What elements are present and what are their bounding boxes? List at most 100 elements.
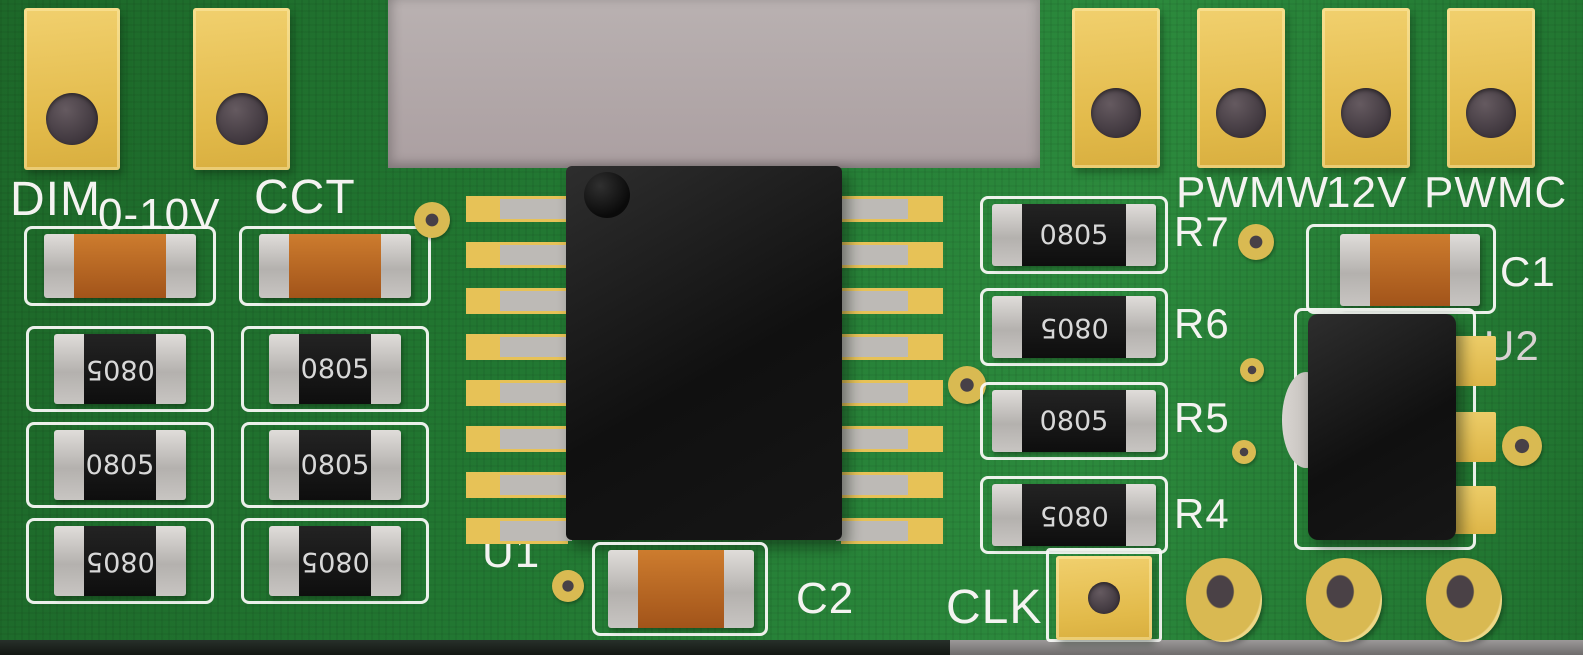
- component-terminal: [992, 204, 1022, 266]
- component-terminal: [269, 334, 299, 404]
- via: [552, 570, 584, 602]
- ic-pins-right: [836, 199, 908, 541]
- component-body: 0805: [1022, 296, 1126, 358]
- capacitor-c2: [608, 550, 754, 628]
- silkscreen-label-c1: C1: [1500, 248, 1556, 295]
- pad-hole: [1216, 88, 1266, 138]
- ic-pins-left: [500, 199, 572, 541]
- silkscreen-label-r4: R4: [1174, 490, 1230, 537]
- transistor-pad: [1454, 412, 1496, 462]
- resistor-r5: 0805: [992, 390, 1156, 452]
- silkscreen-outline: [980, 288, 1168, 366]
- silkscreen-label-0-10v: 0-10V: [98, 190, 221, 239]
- via: [948, 366, 986, 404]
- pad-hole: [1341, 88, 1391, 138]
- component-terminal: [1450, 234, 1480, 306]
- component-terminal: [992, 484, 1022, 546]
- silkscreen-outline: [1046, 548, 1162, 642]
- component-terminal: [44, 234, 74, 298]
- component-terminal: [1126, 390, 1156, 452]
- pad-oval-2: [1306, 558, 1382, 642]
- silkscreen-label-pwmw: PWMW: [1176, 168, 1330, 217]
- transistor-pad: [1454, 486, 1496, 534]
- package-marking: 0805: [85, 449, 155, 481]
- package-marking: 0805: [1039, 219, 1109, 251]
- resistor-colB-3: 0805: [269, 526, 401, 596]
- component-terminal: [608, 550, 638, 628]
- silkscreen-label-r6: R6: [1174, 300, 1230, 347]
- silkscreen-label-dim: DIM: [10, 173, 101, 226]
- component-body: 0805: [299, 334, 371, 404]
- component-terminal: [371, 334, 401, 404]
- package-marking: 0805: [300, 449, 370, 481]
- component-terminal: [1126, 204, 1156, 266]
- silkscreen-label-cct: CCT: [254, 171, 356, 224]
- component-terminal: [156, 334, 186, 404]
- pad-0-10v: [193, 8, 290, 170]
- component-terminal: [992, 296, 1022, 358]
- component-body: [289, 234, 381, 298]
- pin1-dimple: [584, 172, 630, 218]
- pad-12v: [1197, 8, 1285, 168]
- component-terminal: [156, 526, 186, 596]
- resistor-colA-1: 0805: [54, 334, 186, 404]
- component-body: 0805: [1022, 484, 1126, 546]
- component-terminal: [371, 430, 401, 500]
- silkscreen-outline: [1306, 224, 1496, 314]
- silkscreen-outline: [26, 422, 214, 508]
- pad-aux: [1447, 8, 1535, 168]
- via: [1238, 224, 1274, 260]
- package-marking: 0805: [85, 353, 155, 385]
- component-terminal: [724, 550, 754, 628]
- package-marking: 0805: [1039, 311, 1109, 343]
- board-bottom-edge-right: [950, 640, 1583, 655]
- resistor-r7: 0805: [992, 204, 1156, 266]
- capacitor-colA: [44, 234, 196, 298]
- component-terminal: [269, 526, 299, 596]
- silkscreen-outline: [241, 326, 429, 412]
- silkscreen-outline: [24, 226, 216, 306]
- component-terminal: [1126, 484, 1156, 546]
- board-top-notch: [388, 0, 1040, 168]
- package-marking: 0805: [1039, 405, 1109, 437]
- component-terminal: [259, 234, 289, 298]
- silkscreen-label-pwmc: PWMC: [1424, 168, 1568, 217]
- resistor-colA-2: 0805: [54, 430, 186, 500]
- pad-pwmc: [1322, 8, 1410, 168]
- via: [1240, 358, 1264, 382]
- component-terminal: [269, 430, 299, 500]
- silkscreen-label-r5: R5: [1174, 394, 1230, 441]
- component-terminal: [54, 526, 84, 596]
- pad-hole: [1088, 582, 1120, 614]
- resistor-r4: 0805: [992, 484, 1156, 546]
- component-body: 0805: [1022, 390, 1126, 452]
- component-terminal: [54, 430, 84, 500]
- silkscreen-outline: [980, 382, 1168, 460]
- component-terminal: [371, 526, 401, 596]
- silkscreen-outline: [980, 476, 1168, 554]
- component-body: [1370, 234, 1450, 306]
- silkscreen-outline: [592, 542, 768, 636]
- silkscreen-label-clk: CLK: [946, 581, 1043, 634]
- package-marking: 0805: [300, 353, 370, 385]
- capacitor-colB: [259, 234, 411, 298]
- resistor-colA-3: 0805: [54, 526, 186, 596]
- pad-pwmw: [1072, 8, 1160, 168]
- resistor-r6: 0805: [992, 296, 1156, 358]
- transistor-u2-body: [1308, 314, 1456, 540]
- pad-hole: [46, 93, 98, 145]
- transistor-pad: [1454, 336, 1496, 386]
- silkscreen-outline: [241, 422, 429, 508]
- component-terminal: [156, 430, 186, 500]
- pad-dim: [24, 8, 120, 170]
- pad-hole: [216, 93, 268, 145]
- pad-clk: [1056, 556, 1152, 640]
- silkscreen-label-c2: C2: [796, 574, 855, 623]
- pad-hole: [1091, 88, 1141, 138]
- via: [1232, 440, 1256, 464]
- board-bottom-edge-left: [0, 640, 950, 655]
- silkscreen-label-r7: R7: [1174, 208, 1230, 255]
- pad-oval-1: [1186, 558, 1262, 642]
- component-terminal: [54, 334, 84, 404]
